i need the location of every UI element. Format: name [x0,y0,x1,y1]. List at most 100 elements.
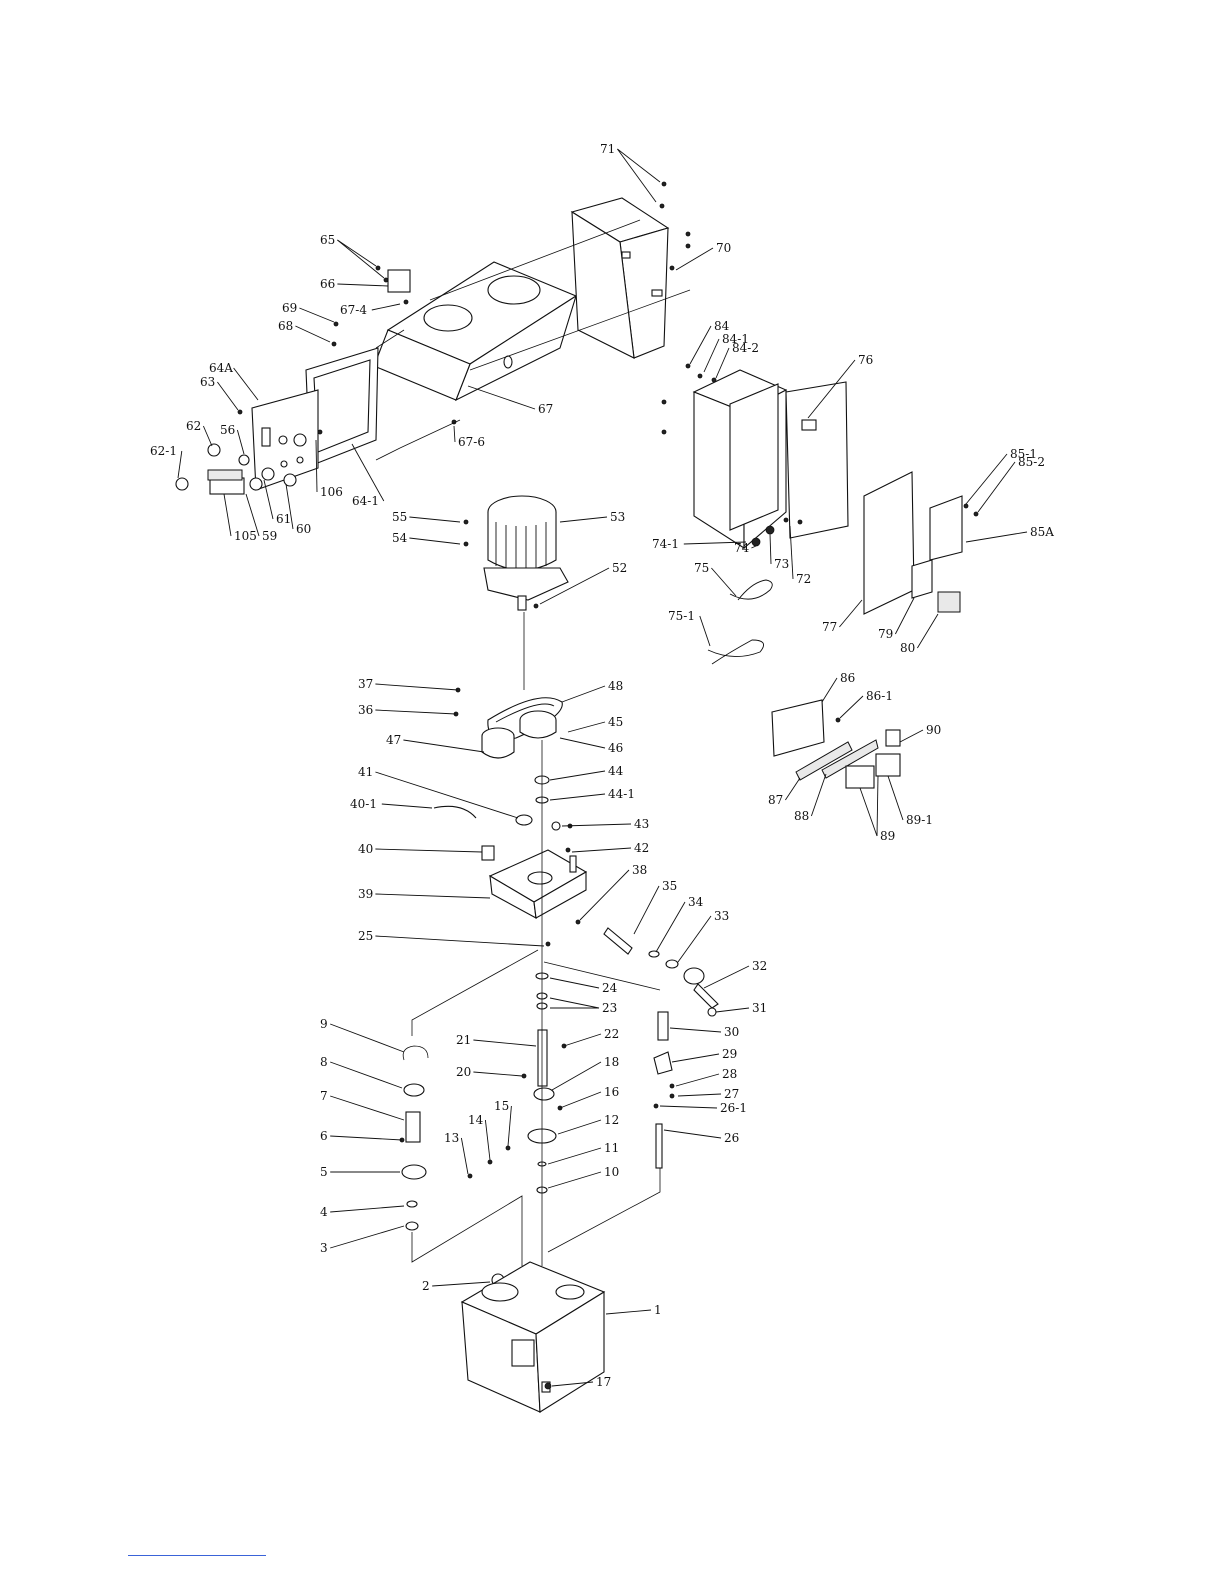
leader-64A [233,367,259,401]
handle-32 [603,927,719,1017]
callout-31: 31 [752,1001,767,1015]
callout-89-1: 89-1 [906,813,933,827]
callout-86-1: 86-1 [866,689,893,703]
callout-47: 47 [386,733,401,747]
callout-1: 1 [654,1303,662,1317]
leader-41 [375,771,519,819]
callout-44-1: 44-1 [608,787,635,801]
leader-7 [330,1095,405,1121]
callout-106: 106 [320,485,343,499]
leader-40 [375,848,483,853]
callout-23: 23 [602,1001,617,1015]
leader-74 [751,545,757,549]
leader-45 [567,721,606,733]
leader-14 [484,1119,491,1161]
callout-88: 88 [794,809,809,823]
callout-74: 74 [734,541,750,555]
callout-63: 63 [200,375,215,389]
leader-25 [375,935,545,947]
leader-64-1 [351,443,385,502]
leader-89-1 [887,775,904,821]
part-drawings [175,181,979,1413]
callout-18: 18 [604,1055,619,1069]
leader-2 [432,1281,491,1287]
leader-52 [539,567,610,605]
leader-85-2 [977,461,1016,513]
leader-31 [715,1007,750,1013]
leader-44-1 [549,793,606,801]
leader-68 [295,325,331,343]
leader-10 [547,1171,602,1189]
callout-75: 75 [694,561,709,575]
leader-9 [330,1023,405,1053]
control-panel-64A [251,347,379,491]
callout-42: 42 [634,841,649,855]
leader-46 [559,737,606,749]
mounting-plate-77 [863,471,963,615]
leader-89 [859,787,878,837]
leader-86-1 [839,695,864,719]
callout-16: 16 [604,1085,619,1099]
leader-44 [549,770,606,781]
callout-90: 90 [926,723,941,737]
leader-75 [711,567,737,597]
callout-52: 52 [612,561,627,575]
callout-36: 36 [358,703,373,717]
leader-30 [669,1027,722,1033]
leader-26 [663,1129,722,1139]
electrical-box-76 [692,369,849,550]
callout-105: 105 [234,529,257,543]
callout-29: 29 [722,1047,737,1061]
leader-65 [337,239,377,267]
leader-26-1 [659,1105,718,1109]
leader-27 [677,1093,722,1097]
callout-20: 20 [456,1065,471,1079]
leader-38 [579,869,630,921]
leader-69 [299,307,335,323]
callout-62-1: 62-1 [150,444,177,458]
leader-16 [559,1091,602,1109]
callout-80: 80 [900,641,915,655]
callout-37: 37 [358,677,373,691]
leader-67 [467,385,536,410]
callout-44: 44 [608,764,624,778]
callout-56: 56 [220,423,235,437]
leader-86 [821,677,838,703]
callout-40: 40 [358,842,373,856]
leader-8 [330,1061,403,1089]
leader-62 [202,425,213,447]
callout-89: 89 [880,829,895,843]
leader-39 [375,893,491,899]
leader-4 [330,1205,405,1213]
callout-11: 11 [604,1141,619,1155]
leader-84 [689,325,712,365]
leader-59 [245,493,260,537]
leader-6 [330,1135,403,1141]
callout-48: 48 [608,679,623,693]
callout-79: 79 [878,627,893,641]
callout-64A: 64A [209,361,233,375]
callout-5: 5 [320,1165,328,1179]
callout-70: 70 [716,241,731,255]
column-body-1 [460,1261,606,1413]
head-cover-67 [373,261,578,402]
leader-18 [551,1061,602,1091]
callout-22: 22 [604,1027,619,1041]
leader-67-6 [453,425,456,443]
callout-84: 84 [714,319,730,333]
pulleys [481,710,561,831]
callout-40-1: 40-1 [350,797,377,811]
leader-42 [571,847,632,853]
leader-90 [899,729,924,743]
assembly-axes [375,219,691,1266]
callout-68: 68 [278,319,293,333]
leader-67-4 [371,303,401,311]
leader-37 [375,683,459,691]
leader-24 [549,977,600,989]
leader-23 [549,997,600,1009]
leader-29 [671,1053,720,1063]
leader-lines [177,148,1028,1387]
callout-7: 7 [320,1089,328,1103]
callout-26: 26 [724,1131,739,1145]
callout-61: 61 [276,512,291,526]
